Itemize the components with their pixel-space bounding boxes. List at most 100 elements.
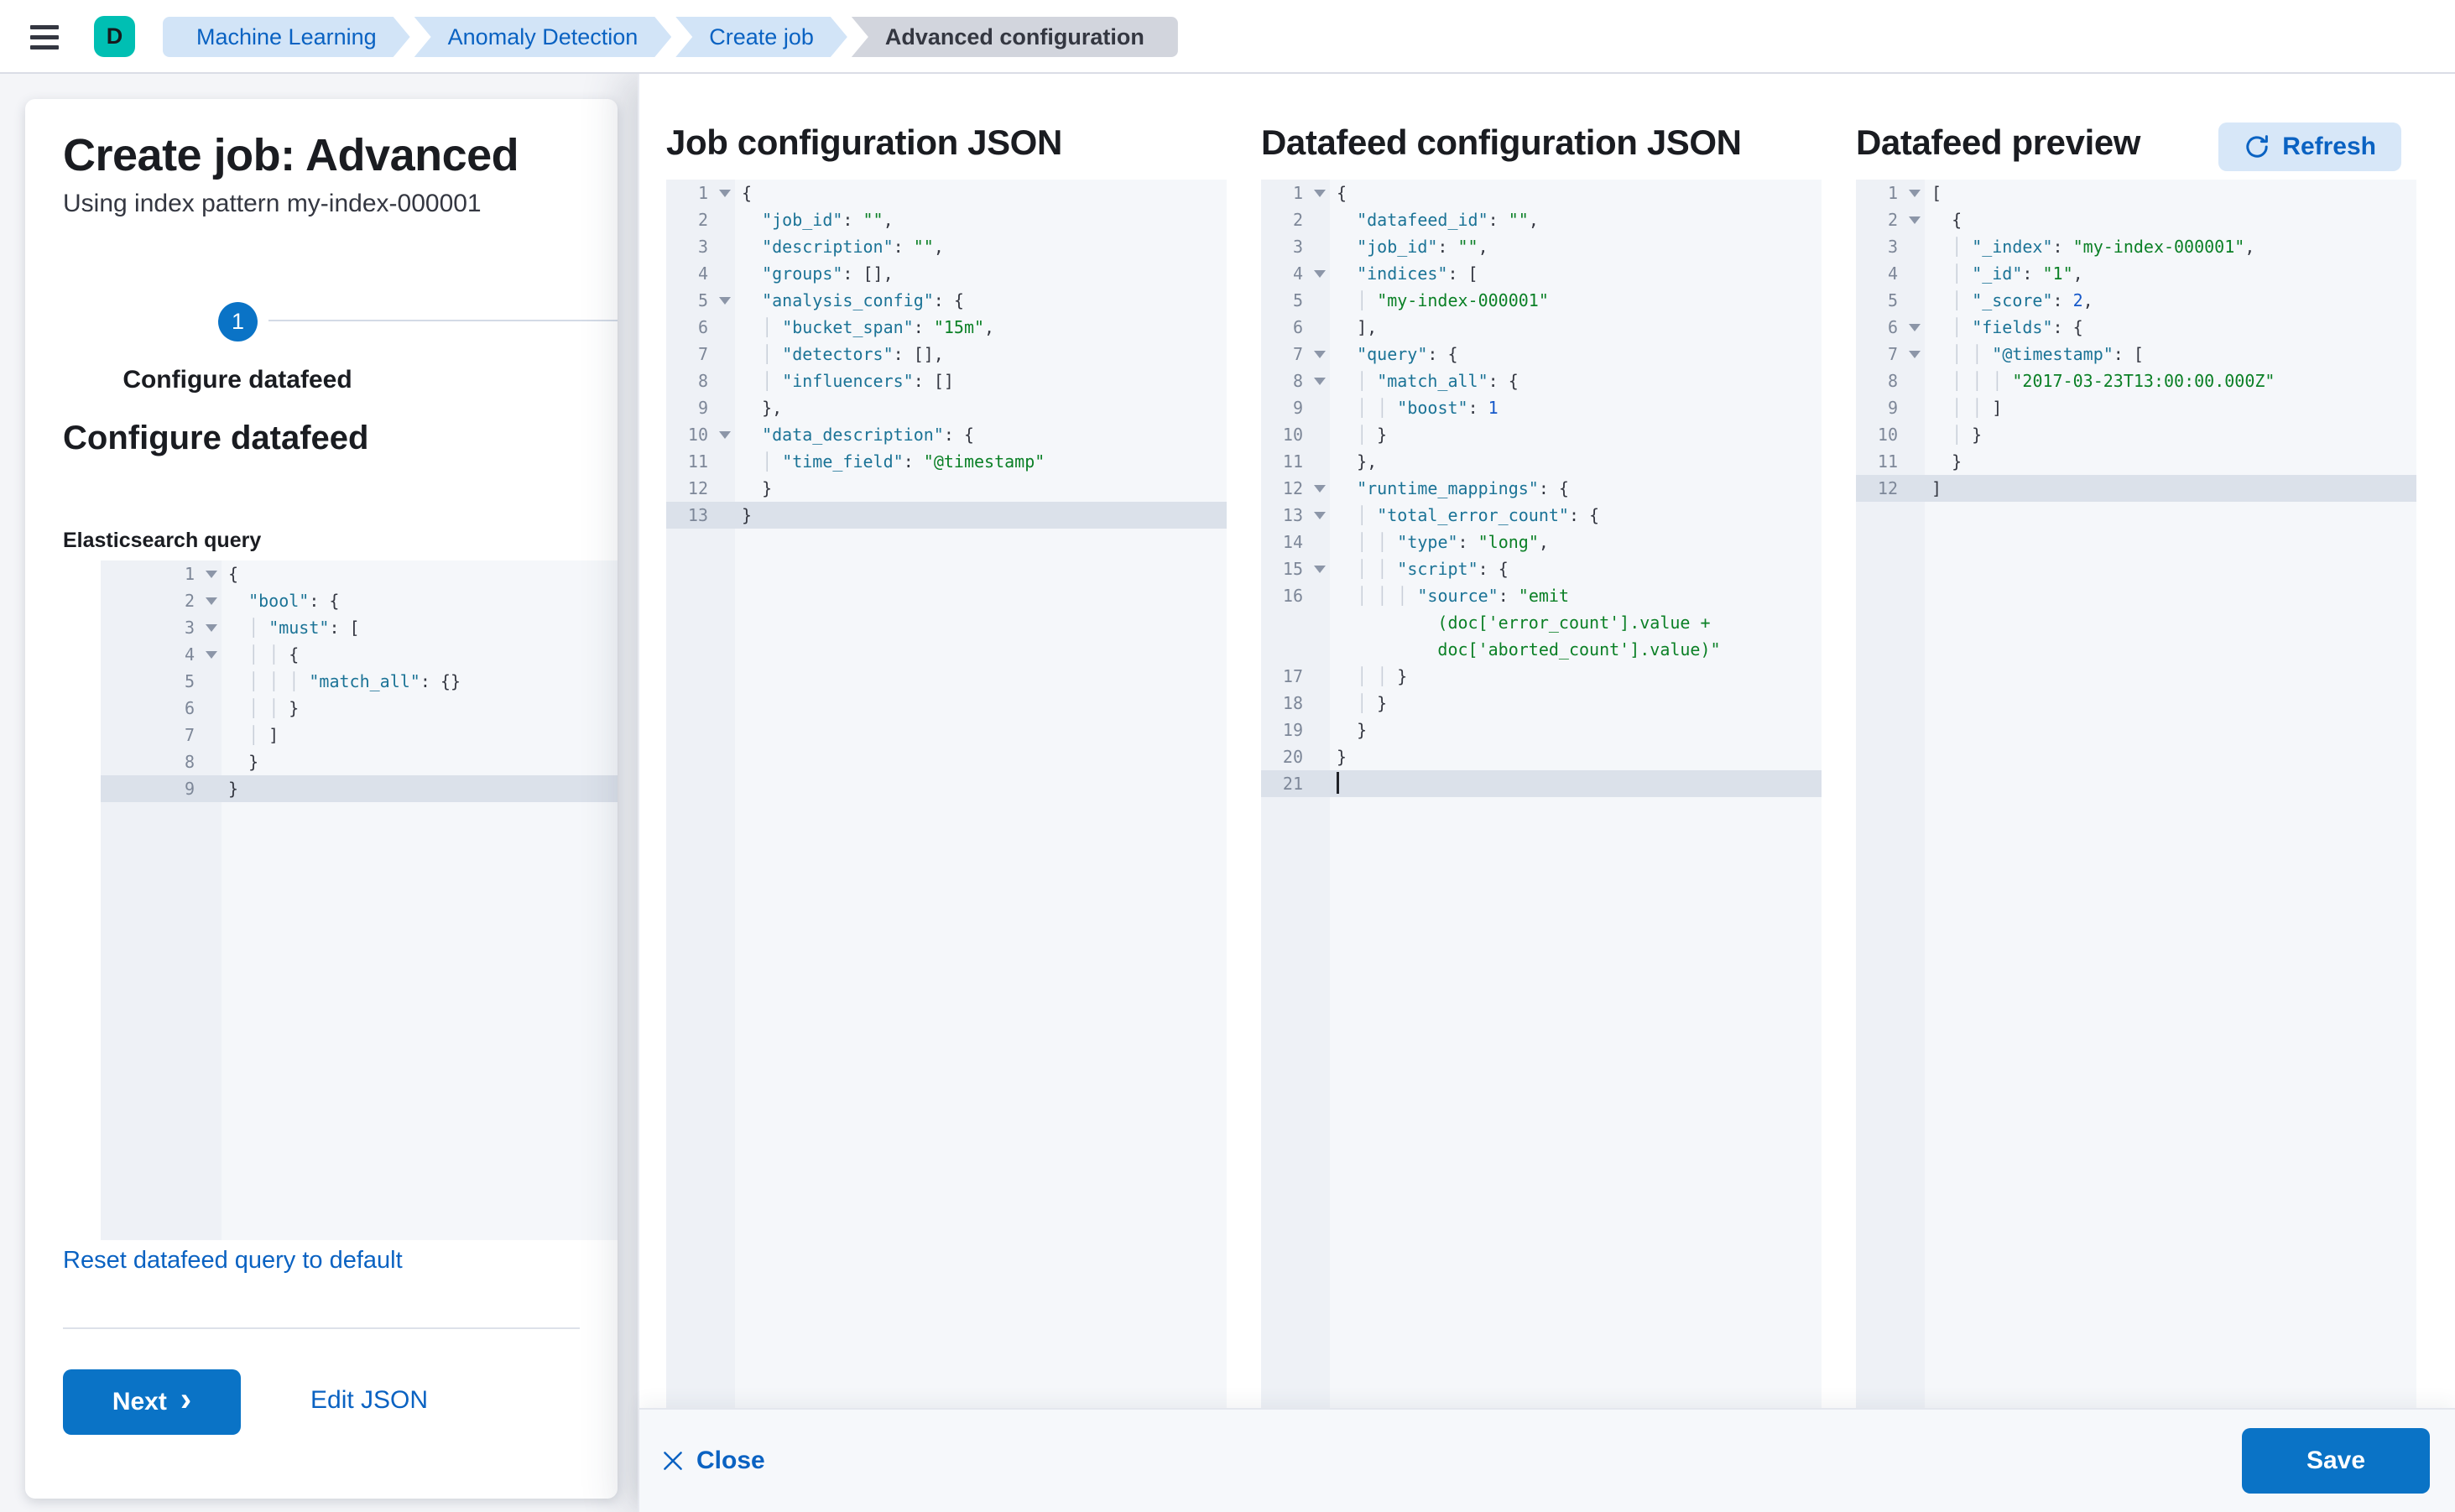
code-line[interactable]: 7 │ ] [101,722,618,748]
code-line[interactable]: 4 │ │ { [101,641,618,668]
code-line[interactable]: 21 [1261,770,1822,797]
code-line[interactable]: 4 │ "_id": "1", [1856,260,2416,287]
fold-icon[interactable] [201,587,222,614]
code-line[interactable]: 7 │ │ "@timestamp": [ [1856,341,2416,368]
fold-icon[interactable] [1310,260,1330,287]
fold-spacer [715,314,735,341]
fold-icon[interactable] [715,180,735,206]
save-button[interactable]: Save [2242,1428,2430,1494]
breadcrumb-anomaly-detection[interactable]: Anomaly Detection [414,17,672,57]
code-line[interactable]: 4 "groups": [], [666,260,1227,287]
code-line[interactable]: 8 } [101,748,618,775]
elasticsearch-query-editor[interactable]: 1{2 "bool": {3 │ "must": [4 │ │ {5 │ │ │… [101,560,618,1240]
code-line[interactable]: 9 │ │ "boost": 1 [1261,394,1822,421]
code-line[interactable]: 15 │ │ "script": { [1261,555,1822,582]
code-line[interactable]: 10 │ } [1261,421,1822,448]
menu-icon[interactable] [30,21,62,53]
code-line[interactable]: 20} [1261,743,1822,770]
datafeed-preview-editor[interactable]: 1[2 {3 │ "_index": "my-index-000001",4 │… [1856,180,2416,1408]
fold-icon[interactable] [201,560,222,587]
fold-icon[interactable] [1310,180,1330,206]
code-line[interactable]: 18 │ } [1261,690,1822,717]
step-1-label[interactable]: Configure datafeed [122,366,352,394]
code-line[interactable]: 2 "job_id": "", [666,206,1227,233]
fold-icon[interactable] [1310,555,1330,582]
code-line[interactable]: 2 "bool": { [101,587,618,614]
code-line[interactable]: 10 │ } [1856,421,2416,448]
fold-icon[interactable] [1310,475,1330,502]
code-line[interactable]: 19 } [1261,717,1822,743]
code-line[interactable]: 7 │ "detectors": [], [666,341,1227,368]
code-line[interactable]: 14 │ │ "type": "long", [1261,529,1822,555]
fold-icon[interactable] [1905,341,1925,368]
code-line[interactable]: 17 │ │ } [1261,663,1822,690]
code-line[interactable]: 1{ [666,180,1227,206]
code-line[interactable]: 11 │ "time_field": "@timestamp" [666,448,1227,475]
job-configuration-editor[interactable]: 1{2 "job_id": "",3 "description": "",4 "… [666,180,1227,1408]
breadcrumb-create-job[interactable]: Create job [675,17,847,57]
code-line[interactable]: 6 │ "fields": { [1856,314,2416,341]
fold-icon[interactable] [1310,502,1330,529]
fold-icon[interactable] [1905,180,1925,206]
fold-icon[interactable] [1905,314,1925,341]
code-line[interactable]: (doc['error_count'].value + [1261,609,1822,636]
code-line[interactable]: 5 "analysis_config": { [666,287,1227,314]
space-avatar[interactable]: D [94,16,135,57]
code-line[interactable]: 2 { [1856,206,2416,233]
fold-icon[interactable] [1310,341,1330,368]
line-number: 1 [697,183,708,203]
fold-icon[interactable] [1905,206,1925,233]
code-line[interactable]: 12 "runtime_mappings": { [1261,475,1822,502]
page-title: Create job: Advanced [63,130,519,180]
fold-icon[interactable] [715,287,735,314]
refresh-button[interactable]: Refresh [2218,123,2401,171]
code-line[interactable]: 3 │ "_index": "my-index-000001", [1856,233,2416,260]
code-line[interactable]: 6 │ │ } [101,695,618,722]
code-text: { [1337,183,1347,203]
fold-icon[interactable] [201,614,222,641]
reset-datafeed-query-link[interactable]: Reset datafeed query to default [63,1247,403,1274]
code-line[interactable]: 6 ], [1261,314,1822,341]
code-line[interactable]: 5 │ "_score": 2, [1856,287,2416,314]
line-number: 14 [1282,532,1303,552]
fold-icon[interactable] [201,641,222,668]
code-line[interactable]: 16 │ │ │ "source": "emit [1261,582,1822,609]
fold-icon[interactable] [1310,368,1330,394]
close-button[interactable]: Close [661,1447,765,1475]
code-line[interactable]: 13} [666,502,1227,529]
code-line[interactable]: 10 "data_description": { [666,421,1227,448]
code-line[interactable]: 1{ [1261,180,1822,206]
code-line[interactable]: 6 │ "bucket_span": "15m", [666,314,1227,341]
breadcrumb-machine-learning[interactable]: Machine Learning [163,17,410,57]
code-line[interactable]: 12 } [666,475,1227,502]
code-line[interactable]: 4 "indices": [ [1261,260,1822,287]
edit-json-button[interactable]: Edit JSON [310,1386,429,1414]
code-line[interactable]: 5 │ "my-index-000001" [1261,287,1822,314]
code-line[interactable]: 8 │ "influencers": [] [666,368,1227,394]
code-line[interactable]: 1{ [101,560,618,587]
code-line[interactable]: 8 │ │ │ "2017-03-23T13:00:00.000Z" [1856,368,2416,394]
code-line[interactable]: 11 } [1856,448,2416,475]
code-line[interactable]: 13 │ "total_error_count": { [1261,502,1822,529]
code-line[interactable]: 7 "query": { [1261,341,1822,368]
line-number: 7 [1292,344,1303,364]
code-line[interactable]: 12] [1856,475,2416,502]
code-line[interactable]: 3 │ "must": [ [101,614,618,641]
step-1-indicator[interactable]: 1 [218,302,258,342]
code-line[interactable]: doc['aborted_count'].value)" [1261,636,1822,663]
code-line[interactable]: 9} [101,775,618,802]
fold-icon[interactable] [715,421,735,448]
code-line[interactable]: 9 │ │ ] [1856,394,2416,421]
next-button[interactable]: Next › [63,1369,241,1435]
code-line[interactable]: 1[ [1856,180,2416,206]
code-line[interactable]: 3 "job_id": "", [1261,233,1822,260]
code-line[interactable]: 11 }, [1261,448,1822,475]
fold-spacer [1905,287,1925,314]
datafeed-configuration-editor[interactable]: 1{2 "datafeed_id": "",3 "job_id": "",4 "… [1261,180,1822,1408]
line-number: 7 [1887,344,1898,364]
code-line[interactable]: 8 │ "match_all": { [1261,368,1822,394]
code-line[interactable]: 3 "description": "", [666,233,1227,260]
code-line[interactable]: 9 }, [666,394,1227,421]
code-line[interactable]: 5 │ │ │ "match_all": {} [101,668,618,695]
code-line[interactable]: 2 "datafeed_id": "", [1261,206,1822,233]
